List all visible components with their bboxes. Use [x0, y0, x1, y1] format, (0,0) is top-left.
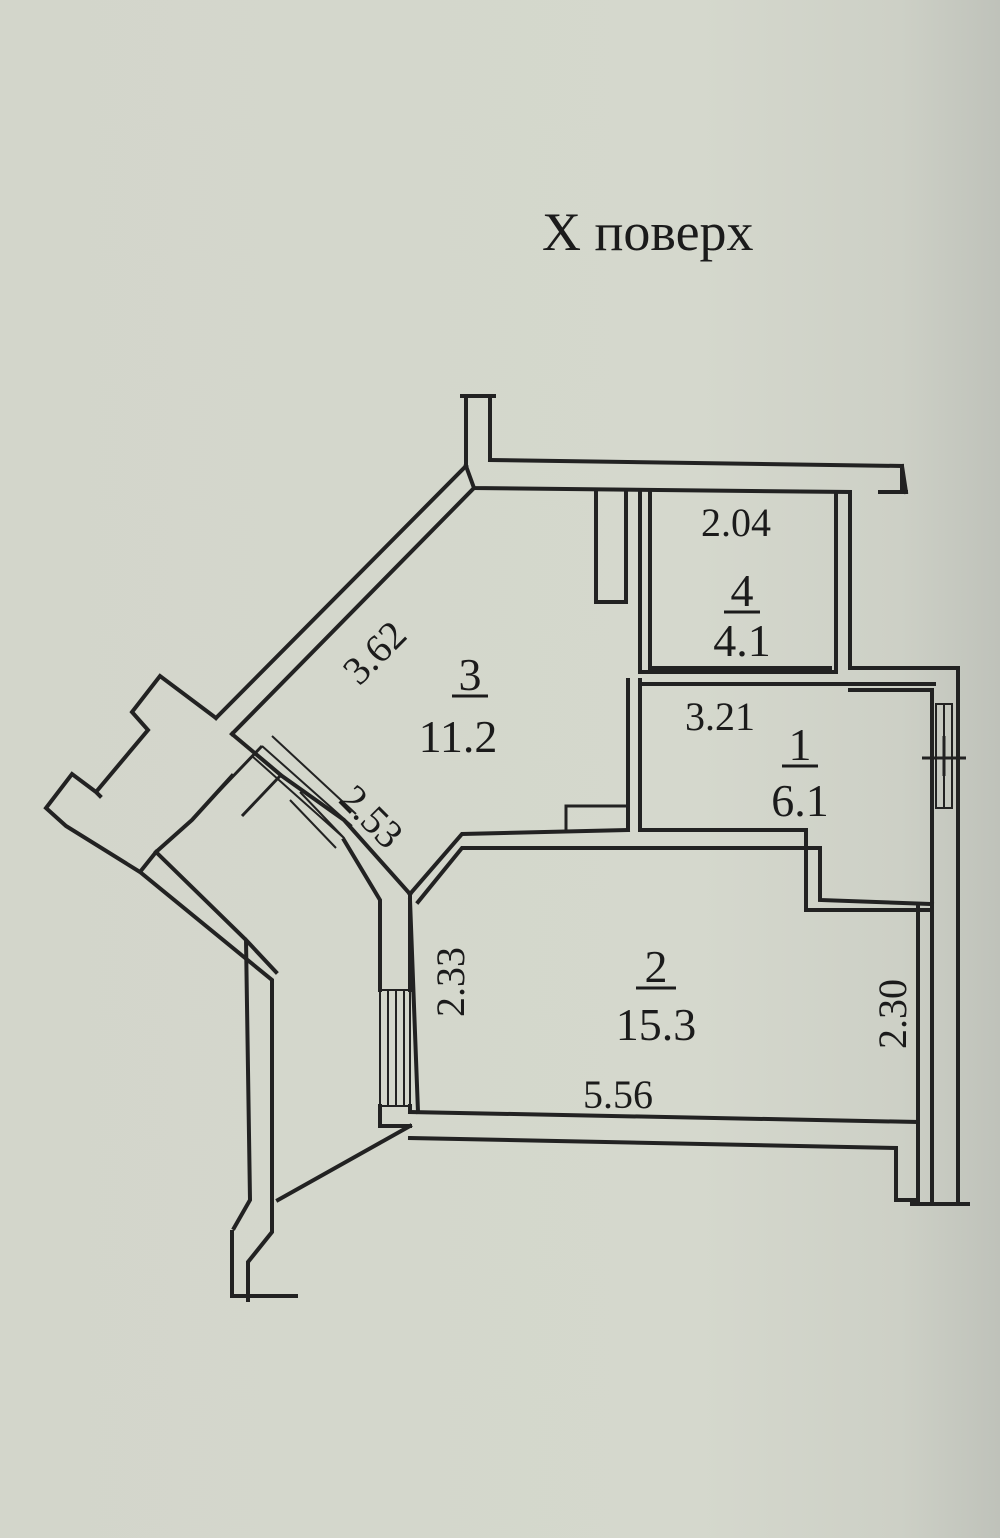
wall-room2-left-lower: [378, 1104, 412, 1128]
window-glazing-room3: [251, 735, 357, 849]
room-2-number: 2: [645, 941, 668, 992]
dim-room4-width: 2.04: [701, 500, 771, 545]
dim-room3-diagonal-bottom: 2.53: [331, 776, 412, 857]
room-4-number: 4: [731, 565, 754, 616]
wall-room2-left-upper: [341, 837, 412, 992]
wall-room4: [638, 490, 838, 674]
room-2-area: 15.3: [616, 999, 697, 1050]
room-3-number: 3: [459, 649, 482, 700]
dim-room2-right: 2.30: [870, 979, 915, 1049]
room-4-label: 4 4.1: [713, 565, 771, 666]
room-3-area: 11.2: [419, 711, 498, 762]
floor-title: X поверх: [542, 202, 754, 262]
room-1-label: 1 6.1: [771, 719, 829, 826]
dim-room2-bottom: 5.56: [583, 1072, 653, 1117]
wall-top: [463, 457, 909, 670]
wall-room2-top: [407, 827, 935, 912]
room-3-label: 3 11.2: [419, 649, 498, 762]
shaft: [594, 490, 628, 604]
room-1-number: 1: [789, 719, 812, 770]
balcony-door: [379, 989, 411, 1107]
window-frame-room3: [216, 744, 282, 818]
dim-room3-diagonal-top: 3.62: [334, 612, 415, 693]
dim-room2-left: 2.33: [428, 947, 473, 1017]
room-2-label: 2 15.3: [616, 941, 697, 1050]
wall-stub-top: [460, 394, 496, 468]
wall-balcony: [43, 673, 274, 1302]
wall-window-room3: [229, 731, 413, 897]
wall-balcony-base: [230, 1230, 298, 1298]
dim-room1-width: 3.21: [685, 694, 755, 739]
window-right-mark: [922, 736, 966, 776]
room-1-area: 6.1: [771, 775, 829, 826]
wall-bottom: [275, 1109, 920, 1203]
wall-diagonal-upper: [213, 463, 477, 737]
room-4-area: 4.1: [713, 615, 771, 666]
wall-balcony-inner: [153, 849, 279, 1231]
niche-room3: [564, 804, 630, 830]
wall-room2-left: [407, 897, 421, 1115]
